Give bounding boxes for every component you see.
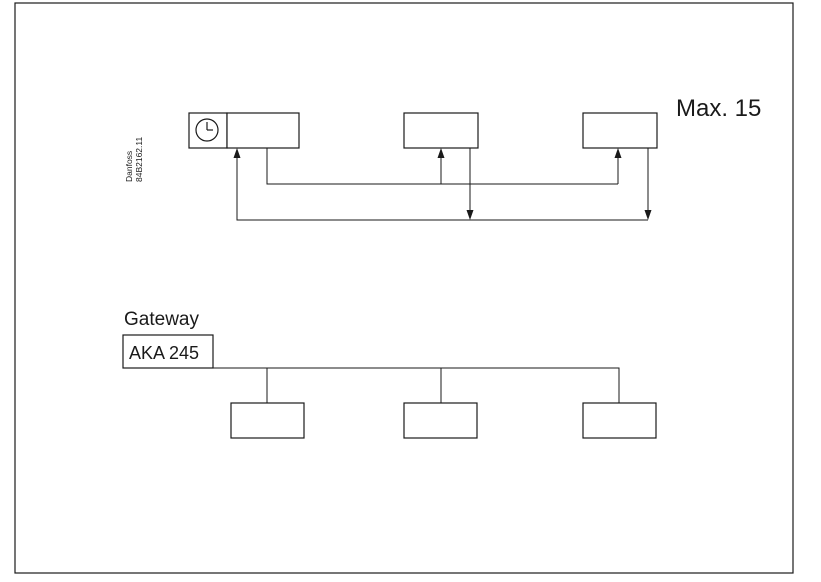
gateway-device-label: AKA 245 [129, 343, 199, 363]
clock-icon [195, 118, 219, 142]
master-controller-box [226, 112, 300, 149]
controller-box-3 [582, 112, 658, 149]
upper-bus [266, 148, 622, 185]
document-code-line-2: 84B2162.11 [134, 137, 144, 182]
arrow-down-icon [466, 210, 474, 220]
document-code-line-1: Danfoss [124, 151, 134, 182]
gateway-bus [213, 367, 620, 403]
arrow-up-icon [437, 148, 445, 158]
max-devices-label: Max. 15 [676, 95, 761, 122]
page-frame [14, 2, 794, 574]
gateway-box [122, 334, 214, 369]
controller-box-2 [403, 112, 479, 149]
gateway-caption: Gateway [124, 309, 199, 330]
gateway-controller-box-1 [230, 402, 305, 439]
gateway-controller-box-2 [403, 402, 478, 439]
gateway-controller-box-3 [582, 402, 657, 439]
return-bus [233, 148, 652, 221]
document-code: Danfoss 84B2162.11 [124, 137, 144, 182]
arrow-up-icon [614, 148, 622, 158]
arrow-down-icon [644, 210, 652, 220]
arrow-up-icon [233, 148, 241, 158]
